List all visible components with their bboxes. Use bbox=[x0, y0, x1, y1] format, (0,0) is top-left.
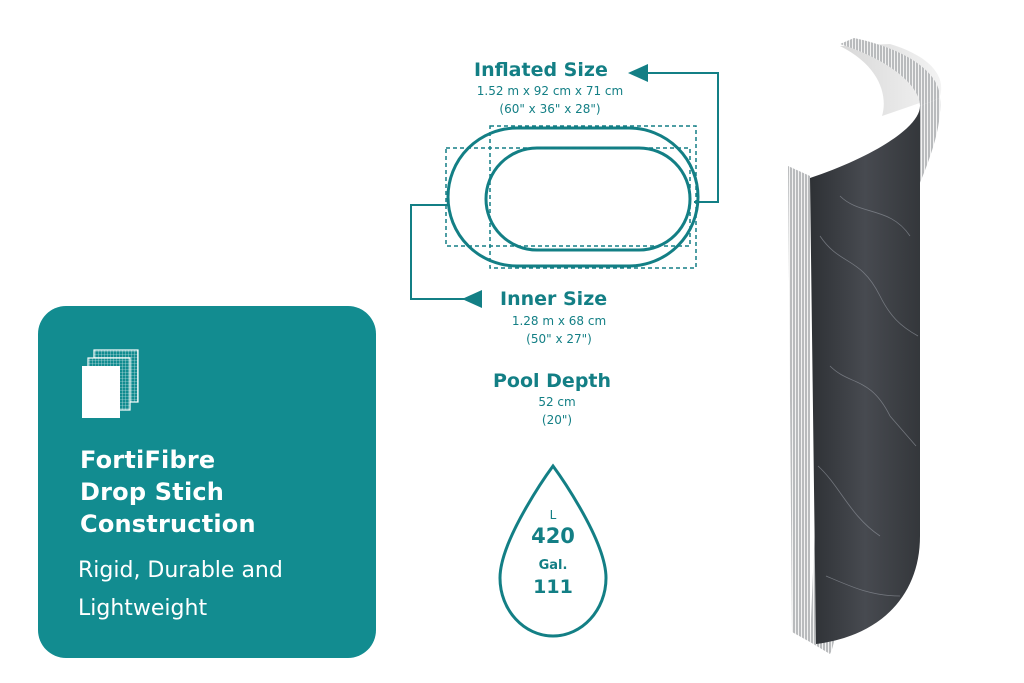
pool-depth-metric: 52 cm bbox=[538, 395, 576, 409]
inflated-leader-line bbox=[640, 72, 719, 203]
card-subtitle-line: Rigid, Durable and bbox=[78, 558, 283, 583]
card-subtitle-line: Lightweight bbox=[78, 596, 208, 621]
inner-size-metric: 1.28 m x 68 cm bbox=[511, 314, 607, 328]
pool-dimension-diagram bbox=[410, 64, 719, 308]
drop-stitch-wall-illustration bbox=[788, 38, 942, 654]
card-title-line: Construction bbox=[80, 510, 256, 538]
inflated-arrow-icon bbox=[628, 64, 648, 82]
pool-outer-outline bbox=[446, 126, 700, 268]
inner-arrow-icon bbox=[462, 290, 482, 308]
inflated-size-label: Inflated Size bbox=[474, 59, 608, 81]
card-title: FortiFibre Drop Stich Construction bbox=[80, 444, 360, 540]
volume-droplet: L 420 Gal. 111 bbox=[494, 460, 612, 642]
card-title-line: FortiFibre bbox=[80, 446, 216, 474]
inner-size-label: Inner Size bbox=[500, 288, 608, 310]
gallons-value: 111 bbox=[533, 576, 573, 598]
water-drop-icon bbox=[498, 463, 608, 638]
inner-bounding-box bbox=[445, 147, 691, 247]
liters-value: 420 bbox=[531, 524, 575, 548]
gallons-unit: Gal. bbox=[538, 558, 568, 573]
pool-inner-outline bbox=[484, 146, 692, 252]
card-subtitle: Rigid, Durable and Lightweight bbox=[78, 552, 368, 628]
pool-depth-label: Pool Depth bbox=[493, 370, 612, 392]
inner-size-imperial: (50" x 27") bbox=[526, 332, 592, 346]
card-title-line: Drop Stich bbox=[80, 478, 225, 506]
liters-unit: L bbox=[549, 508, 557, 522]
inflated-bounding-box bbox=[489, 125, 697, 269]
inflated-size-metric: 1.52 m x 92 cm x 71 cm bbox=[476, 84, 624, 98]
inflated-size-imperial: (60" x 36" x 28") bbox=[499, 102, 601, 116]
inner-leader-line bbox=[410, 204, 474, 300]
fabric-layers-icon bbox=[82, 349, 139, 418]
pool-depth-imperial: (20") bbox=[541, 413, 573, 427]
feature-card: FortiFibre Drop Stich Construction Rigid… bbox=[38, 306, 376, 658]
